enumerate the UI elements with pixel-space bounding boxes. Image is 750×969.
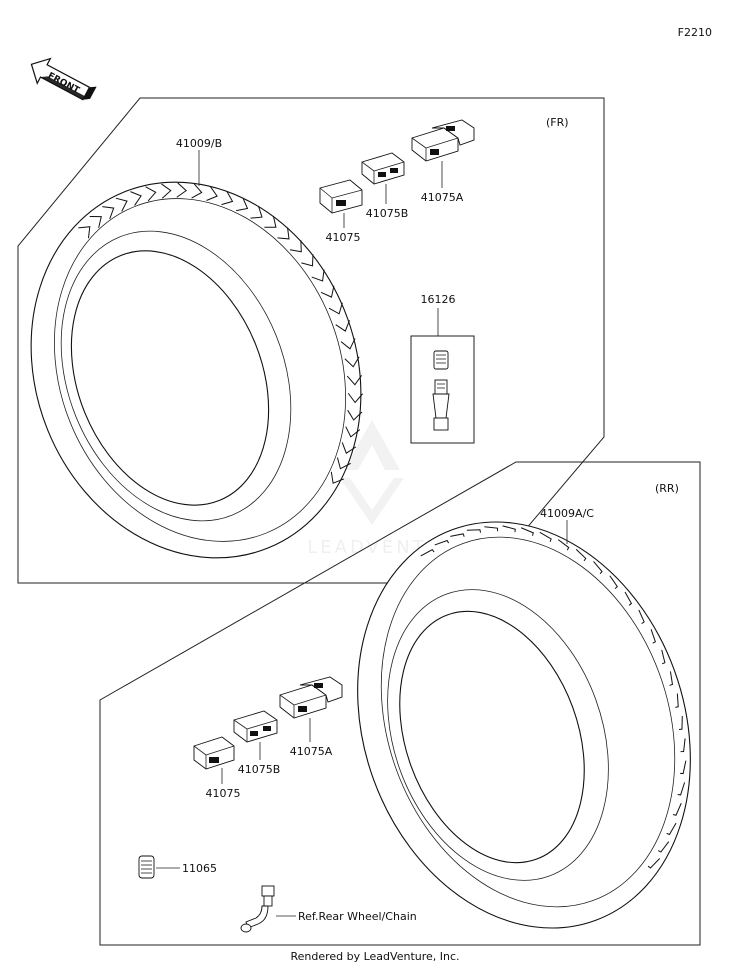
valve-stem-icon[interactable] [432,379,450,431]
tread-mark [328,302,343,315]
tread-mark [434,539,450,546]
tread-mark [502,525,516,533]
diagram-code: F2210 [678,26,712,39]
valve-cap-icon[interactable] [433,350,449,370]
rear-tread-pattern [420,525,687,869]
tread-mark [301,254,314,267]
tread-mark [335,320,350,332]
tread-mark [678,715,683,731]
front-tyre[interactable] [0,132,416,608]
tread-mark [609,575,618,590]
rear-weight-41075[interactable] [193,736,235,770]
rear-weight-41075B-label: 41075B [238,763,281,776]
front-weight-41075A-label: 41075A [421,191,464,204]
front-section-tag: (FR) [546,116,569,129]
tread-mark [575,548,587,562]
tread-mark [341,442,357,454]
tread-mark [89,215,102,228]
tread-mark [666,822,677,836]
tread-mark [250,205,263,219]
rear-panel: (RR) 41009A/C 41075 41075B [99,461,746,969]
tread-mark [191,183,203,199]
front-weight-41075-label: 41075 [326,231,361,244]
front-tyre-label: 41009/B [176,137,222,150]
rear-section-tag: (RR) [655,482,679,495]
tread-mark [115,197,128,212]
tread-mark [130,191,142,206]
rear-weight-41075B[interactable] [233,710,278,743]
tread-mark [347,392,363,404]
tread-mark [344,356,360,368]
tread-mark [236,197,249,212]
tread-mark [677,782,686,796]
rear-tyre[interactable] [303,475,746,969]
credit-text: Rendered by LeadVenture, Inc. [290,950,460,963]
tread-mark [650,629,656,644]
tread-mark [450,533,465,537]
front-valve-label: 16126 [421,293,456,306]
tread-mark [624,591,633,606]
rear-valve-ref-label: Ref.Rear Wheel/Chain [298,910,417,923]
front-tread-pattern [78,182,363,484]
tread-mark [647,858,661,869]
tread-mark [593,561,603,575]
front-weight-41075B[interactable] [361,152,405,185]
tread-mark [657,841,670,853]
rear-bent-valve-icon[interactable] [240,885,275,933]
rear-weight-41075-label: 41075 [206,787,241,800]
tread-mark [557,539,570,551]
tread-mark [347,409,363,421]
tread-mark [346,375,363,386]
rear-weight-41075A-label: 41075A [290,745,333,758]
tread-mark [102,206,115,220]
tread-mark [466,529,482,533]
tread-mark [484,526,499,532]
tread-mark [340,338,356,350]
tread-mark [680,738,686,753]
valve-box [410,335,475,444]
tread-mark [311,269,325,282]
tread-mark [420,549,435,557]
tread-mark [176,182,187,198]
tread-mark [320,285,335,298]
tread-mark [161,183,172,199]
tread-mark [638,609,645,625]
rear-cap-label: 11065 [182,862,217,875]
tread-mark [680,760,687,775]
front-weight-41075[interactable] [319,179,363,214]
tread-mark [520,527,534,536]
tread-mark [675,693,679,708]
tread-mark [78,226,91,239]
tread-mark [336,457,351,470]
front-weight-41075A[interactable] [411,119,475,162]
tread-mark [289,240,302,253]
tread-mark [221,191,234,206]
tread-mark [661,649,666,665]
tread-mark [277,227,290,240]
tread-mark [145,186,157,202]
tread-mark [669,671,674,686]
rear-weight-41075A[interactable] [279,676,343,719]
rear-valve-cap-icon[interactable] [138,855,155,879]
rear-panel-border [99,461,701,946]
tread-mark [672,803,682,816]
front-arrow-icon: FRONT [30,57,97,101]
tread-mark [264,215,277,228]
tread-mark [539,531,552,542]
front-weight-41075B-label: 41075B [366,207,409,220]
tread-mark [345,426,361,438]
rear-tyre-label: 41009A/C [540,507,594,520]
tread-mark [206,186,218,201]
tread-mark [330,471,345,484]
